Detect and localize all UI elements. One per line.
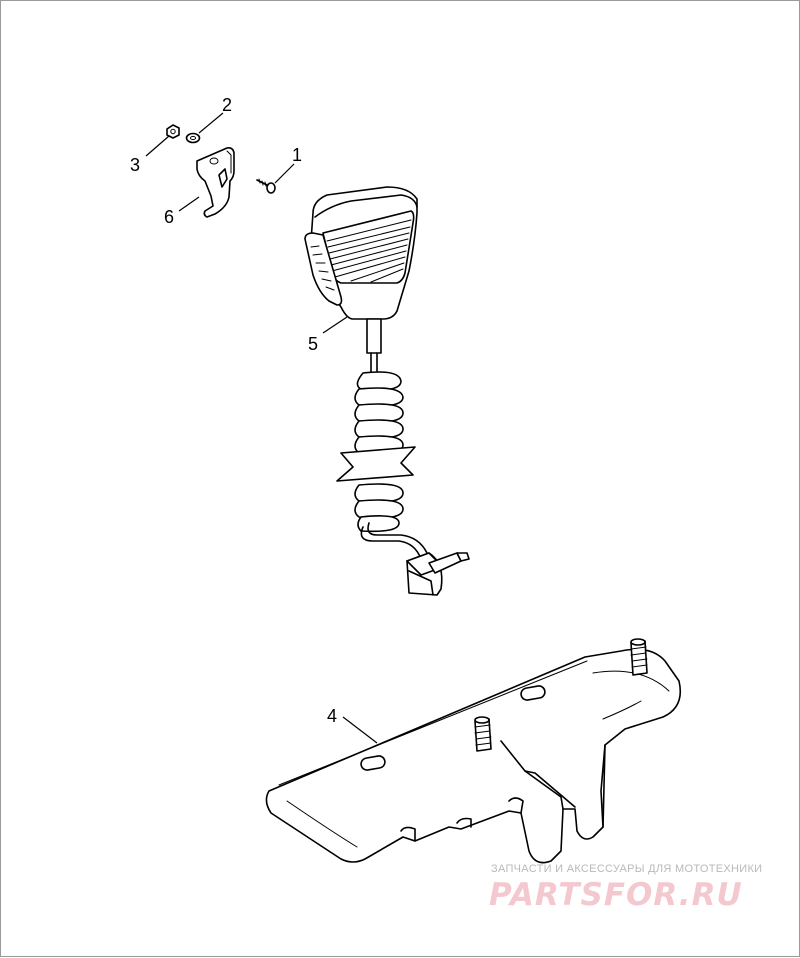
leader-line-2	[198, 112, 224, 134]
part-6-microphone-clip	[196, 147, 235, 218]
watermark-caption: ЗАПЧАСТИ И АКСЕССУАРЫ ДЛЯ МОТОТЕХНИКИ	[491, 863, 763, 875]
leader-line-1	[274, 163, 295, 184]
part-4-mounting-bracket	[265, 638, 682, 864]
leader-line-4	[342, 716, 378, 744]
connector-plug	[406, 552, 470, 596]
part-3-nut	[166, 124, 180, 139]
leader-line-3	[145, 135, 170, 157]
watermark-logo: PARTSFOR.RU	[489, 877, 743, 913]
coiled-cord	[336, 352, 428, 560]
callout-4: 4	[327, 706, 337, 726]
part-5-microphone	[304, 186, 418, 354]
callout-5: 5	[308, 334, 318, 354]
callout-2: 2	[222, 95, 232, 115]
callout-1: 1	[292, 145, 302, 165]
leader-line-6	[178, 196, 200, 212]
part-2-washer	[185, 132, 201, 144]
part-1-screw	[256, 178, 276, 194]
callout-6: 6	[164, 207, 174, 227]
leader-line-5	[322, 316, 348, 334]
callout-3: 3	[130, 155, 140, 175]
